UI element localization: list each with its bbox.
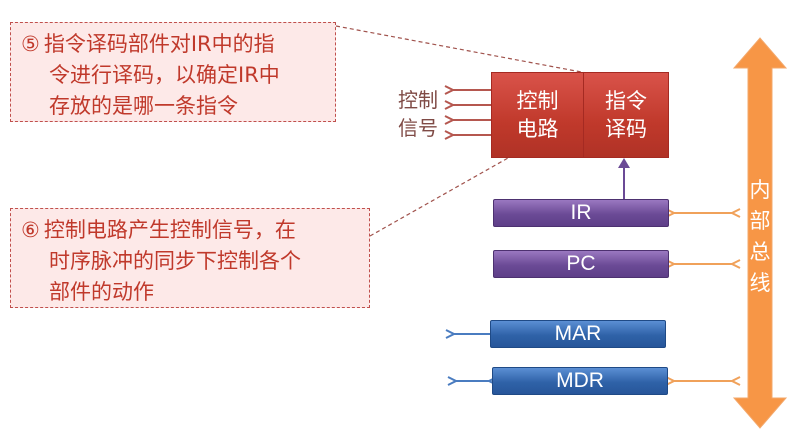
note-step-6-line-2: 时序脉冲的同步下控制各个	[49, 249, 301, 273]
control-signal-label: 控制 信号	[398, 86, 438, 142]
mdr-register: MDR	[492, 367, 668, 395]
control-circuit-box: 控制 电路	[491, 72, 584, 158]
step-5-number: ⑤	[21, 32, 40, 56]
internal-bus-char-1: 内	[749, 178, 771, 202]
note-step-5-line-3: 存放的是哪一条指令	[49, 94, 238, 118]
callout-line-5	[335, 25, 593, 75]
ir-to-decoder-arrowhead	[618, 158, 630, 168]
internal-bus-char-3: 总	[749, 240, 771, 264]
control-circuit-line-1: 控制	[516, 89, 559, 113]
step-6-number: ⑥	[21, 218, 40, 242]
internal-bus-char-4: 线	[749, 271, 771, 295]
mar-register: MAR	[490, 320, 666, 348]
instruction-decoder-line-1: 指令	[605, 89, 647, 113]
control-circuit-line-2: 电路	[516, 117, 559, 141]
instruction-decoder-line-2: 译码	[605, 117, 647, 141]
note-step-6-line-3: 部件的动作	[49, 280, 154, 304]
internal-bus-char-2: 部	[749, 209, 771, 233]
callout-line-6	[369, 157, 509, 237]
instruction-decoder-box: 指令 译码	[583, 72, 669, 158]
internal-bus-label: 内 部 总 线	[747, 175, 773, 299]
note-step-5-line-2: 令进行译码，以确定IR中	[49, 63, 280, 87]
pc-register: PC	[493, 250, 669, 278]
control-signal-label-line-2: 信号	[398, 116, 438, 140]
control-signal-label-line-1: 控制	[398, 88, 438, 112]
internal-bus-arrow	[732, 37, 788, 429]
ir-register: IR	[493, 199, 669, 227]
